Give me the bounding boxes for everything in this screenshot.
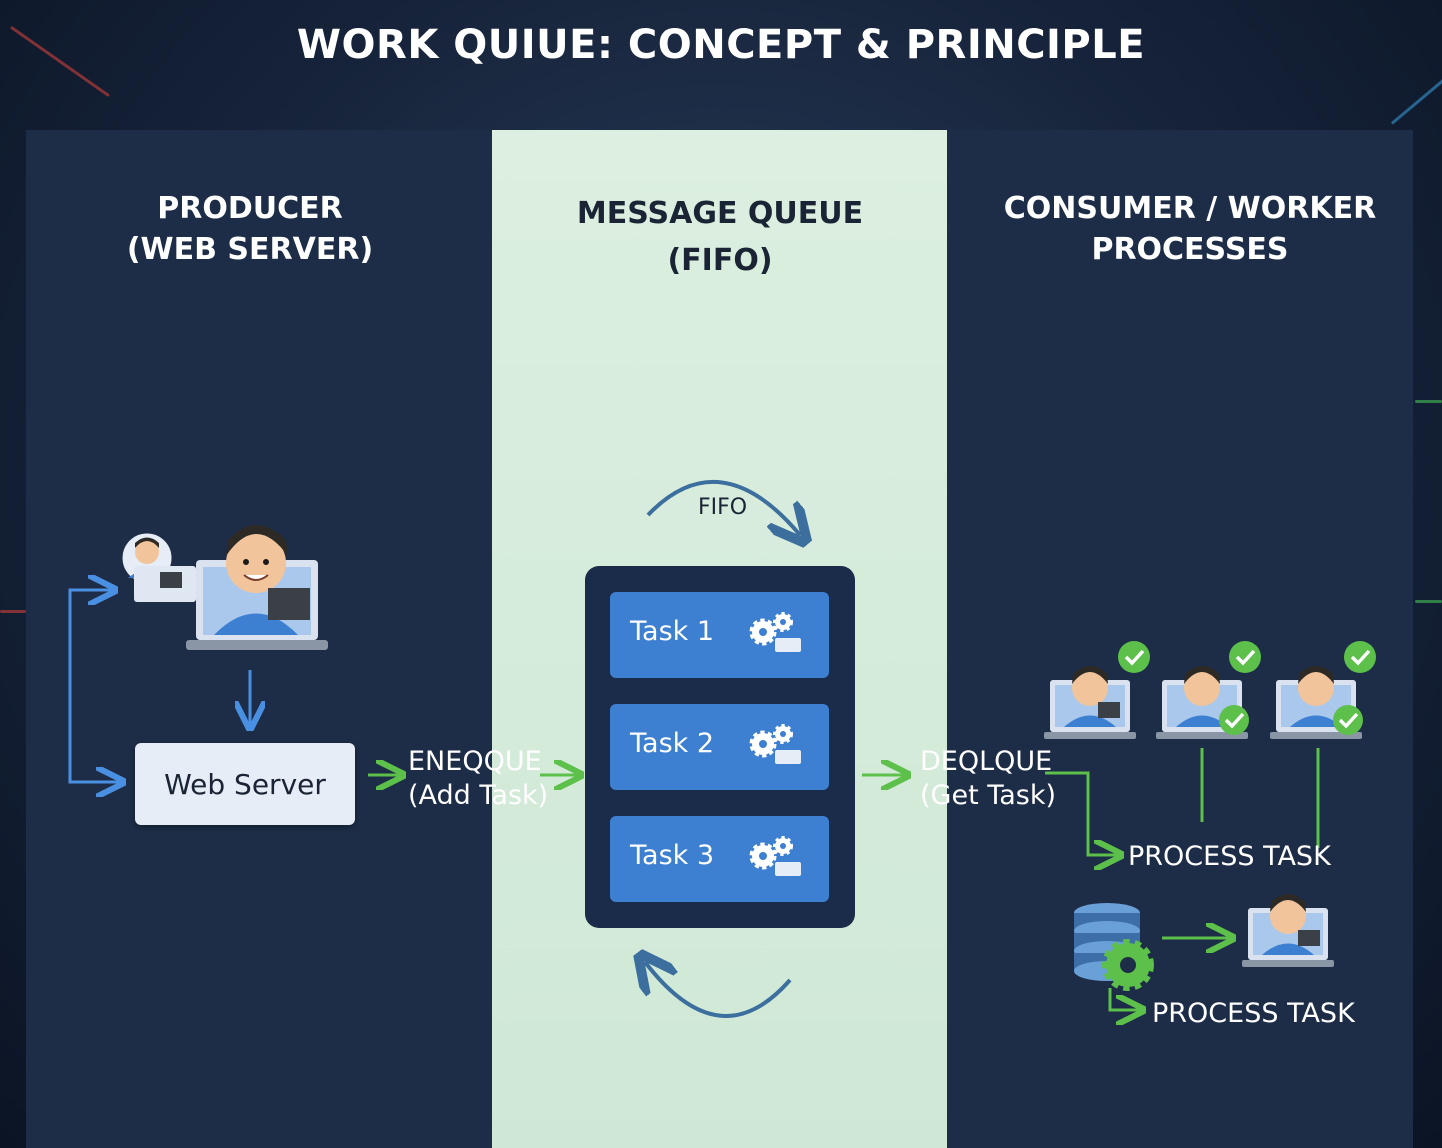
worker-laptop-icon: [1044, 666, 1136, 739]
web-server-label: Web Server: [164, 768, 326, 801]
process-task-label: PROCESS TASK: [1128, 841, 1331, 872]
person-laptop-icon: [186, 525, 328, 650]
fifo-bottom-arrow: [645, 962, 790, 1016]
task-label: Task 3: [630, 840, 714, 871]
fifo-label: FIFO: [698, 495, 747, 520]
check-icon: [1344, 641, 1376, 673]
web-server-box: Web Server: [135, 743, 355, 825]
enqueue-label: ENEQQUE (Add Task): [408, 745, 548, 813]
gears-icon: [745, 722, 815, 772]
task-label: Task 1: [630, 616, 714, 647]
check-icon: [1229, 641, 1261, 673]
person-avatar-icon: [121, 532, 196, 602]
check-icon: [1219, 705, 1249, 735]
check-icon: [1118, 641, 1150, 673]
task-card: Task 2: [610, 704, 829, 790]
dequeue-line1: DEQLQUE: [920, 745, 1056, 779]
dequeue-line2: (Get Task): [920, 779, 1056, 813]
producer-loop-connector: [70, 590, 120, 782]
queue-box: Task 1 Task 2 Task 3: [585, 566, 855, 928]
gear-to-process-arrow: [1110, 988, 1140, 1010]
process-task-label: PROCESS TASK: [1152, 998, 1355, 1029]
gears-icon: [745, 834, 815, 884]
task-label: Task 2: [630, 728, 714, 759]
enqueue-line2: (Add Task): [408, 779, 548, 813]
task-card: Task 3: [610, 816, 829, 902]
enqueue-line1: ENEQQUE: [408, 745, 548, 779]
check-icon: [1333, 705, 1363, 735]
dequeue-label: DEQLQUE (Get Task): [920, 745, 1056, 813]
gears-icon: [745, 610, 815, 660]
worker-laptop-icon: [1242, 894, 1334, 967]
gear-icon: [1106, 943, 1150, 987]
task-card: Task 1: [610, 592, 829, 678]
